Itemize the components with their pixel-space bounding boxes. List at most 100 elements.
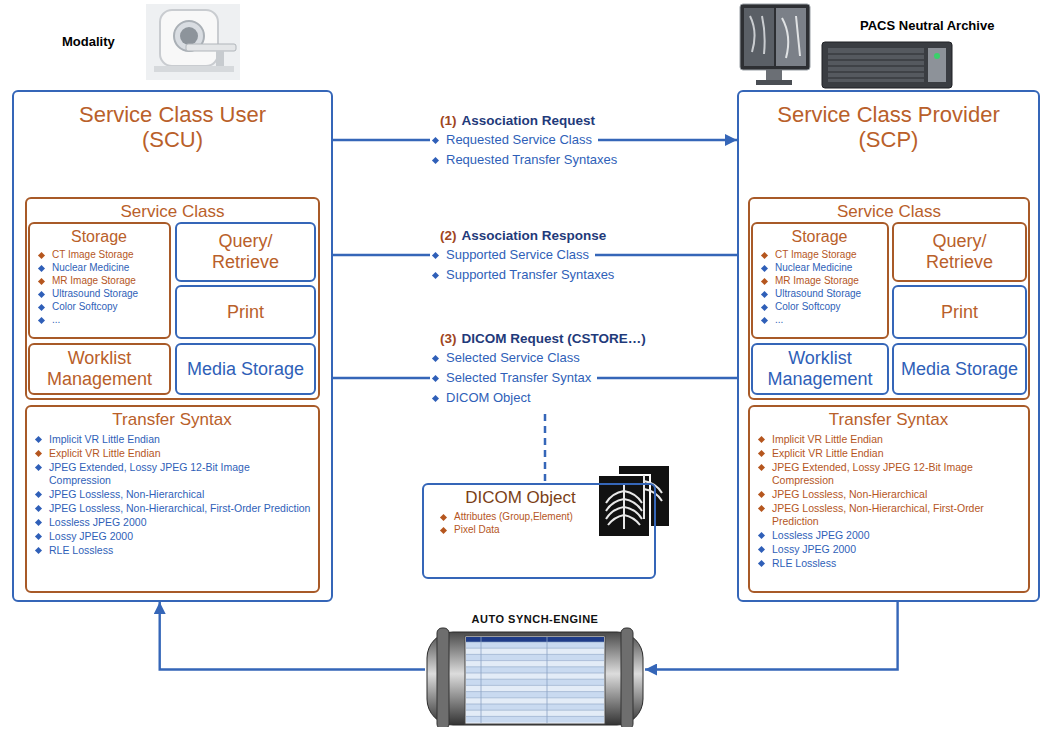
list-box: DICOM ObjectAttributes (Group,Element)Pi… [422, 483, 656, 579]
bullet [432, 156, 439, 163]
list-row: Lossy JPEG 2000 [753, 543, 1024, 556]
list-box: Storage CT Image StorageNuclear MedicineM… [751, 222, 889, 339]
bullet [35, 464, 42, 471]
message-item: Supported Transfer Syntaxes [430, 266, 620, 284]
message-item-text: Selected Transfer Syntax [446, 370, 591, 386]
connector [645, 602, 898, 670]
list-box: Transfer SyntaxImplicit VR Little Endian… [748, 405, 1030, 593]
message-item: Requested Service Class [430, 131, 598, 149]
message-item: Supported Service Class [430, 246, 595, 264]
message-item-text: Requested Transfer Syntaxes [446, 152, 617, 168]
message-item-text: Supported Transfer Syntaxes [446, 267, 614, 283]
list-row: ... [33, 314, 165, 326]
xray-film-illustration [594, 463, 674, 541]
bullet [432, 271, 439, 278]
service-box: Media Storage [175, 343, 316, 395]
list-row: Lossless JPEG 2000 [753, 529, 1024, 542]
bullet [440, 527, 447, 534]
list-row: Explicit VR Little Endian [30, 447, 314, 460]
list-row: Nuclear Medicine [756, 262, 883, 274]
connector [160, 602, 425, 670]
list-item: MR Image Storage [775, 275, 859, 287]
list-row: JPEG Extended, Lossy JPEG 12-Bit Image C… [753, 461, 1024, 487]
list-row: Ultrasound Storage [756, 288, 883, 300]
list-item: Explicit VR Little Endian [49, 447, 160, 460]
service-box: Query/ Retrieve [892, 222, 1027, 282]
bullet [432, 136, 439, 143]
list-row: CT Image Storage [756, 249, 883, 261]
bullet [432, 394, 439, 401]
list-title: Transfer Syntax [753, 410, 1024, 430]
group-title: Service Class [750, 202, 1028, 222]
list-item: Ultrasound Storage [775, 288, 861, 300]
dashed-link [540, 412, 550, 484]
message-heading: (2)Association Response [436, 227, 610, 244]
list-item: Ultrasound Storage [52, 288, 138, 300]
list-row: JPEG Lossless, Non-Hierarchical, First-O… [753, 502, 1024, 528]
class-box: Service ClassStorageCT Image StorageNucl… [25, 197, 320, 400]
list-item: Lossless JPEG 2000 [772, 529, 869, 542]
bullet [758, 532, 765, 539]
service-name: Print [941, 302, 978, 323]
bullet [38, 278, 45, 285]
service-box: Query/ Retrieve [175, 222, 316, 282]
message-item: Requested Transfer Syntaxes [430, 151, 623, 169]
engine-drum [425, 612, 645, 727]
service-box: Media Storage [892, 343, 1027, 395]
bullet [432, 354, 439, 361]
list-title: Storage [756, 227, 883, 246]
list-item: JPEG Lossless, Non-Hierarchical, First-O… [49, 502, 310, 515]
list-item: CT Image Storage [775, 249, 857, 261]
bullet [761, 317, 768, 324]
list-row: Implicit VR Little Endian [30, 433, 314, 446]
list-box: StorageCT Image StorageNuclear MedicineM… [28, 222, 171, 339]
edge-label: Association Response [462, 227, 607, 244]
list-item: JPEG Lossless, Non-Hierarchical, First-O… [772, 502, 1024, 528]
list-row: Ultrasound Storage [33, 288, 165, 300]
bullet [38, 291, 45, 298]
list-box: Transfer SyntaxImplicit VR Little Endian… [25, 405, 320, 593]
list-item: RLE Lossless [49, 544, 113, 557]
list-row: Pixel Data [427, 524, 614, 536]
group-title: Service Class [27, 202, 318, 222]
bullet [761, 252, 768, 259]
service-name: Query/ Retrieve [201, 231, 291, 272]
bullet [38, 304, 45, 311]
engine-title: AUTO SYNCH-ENGINE [469, 612, 602, 626]
list-item: JPEG Extended, Lossy JPEG 12-Bit Image C… [49, 461, 314, 487]
list-title: DICOM Object [427, 488, 614, 508]
list-item: Implicit VR Little Endian [772, 433, 883, 446]
list-row: CT Image Storage [33, 249, 165, 261]
message-heading: (3)DICOM Request (CSTORE…) [436, 330, 650, 347]
list-item: Implicit VR Little Endian [49, 433, 160, 446]
bullet [35, 491, 42, 498]
list-item: JPEG Lossless, Non-Hierarchical [772, 488, 927, 501]
service-name: Worklist Management [760, 348, 880, 389]
service-box: Worklist Management [28, 343, 171, 395]
edge-label: Association Request [462, 112, 596, 129]
service-name: Media Storage [901, 359, 1018, 380]
list-item: JPEG Lossless, Non-Hierarchical [49, 488, 204, 501]
list-row: Color Softcopy [33, 301, 165, 313]
bullet [761, 265, 768, 272]
list-item: Attributes (Group,Element) [454, 511, 573, 523]
message-item-text: DICOM Object [446, 390, 531, 406]
bullet [38, 265, 45, 272]
list-item: JPEG Extended, Lossy JPEG 12-Bit Image C… [772, 461, 1024, 487]
list-row: Implicit VR Little Endian [753, 433, 1024, 446]
bullet [440, 514, 447, 521]
class-box: Service ClassStorage CT Image StorageNucl… [748, 197, 1030, 400]
message-heading: (1)Association Request [436, 112, 599, 129]
bullet [758, 491, 765, 498]
list-row: Nuclear Medicine [33, 262, 165, 274]
class-box: Service Class User (SCU)Service ClassSto… [12, 90, 333, 602]
bullet [761, 304, 768, 311]
message-item: DICOM Object [430, 389, 537, 407]
engine-node: AUTO SYNCH-ENGINE [425, 612, 645, 727]
list-item: RLE Lossless [772, 557, 836, 570]
list-item: MR Image Storage [52, 275, 136, 287]
bullet [758, 505, 765, 512]
message-group: (2)Association ResponseSupported Service… [430, 227, 620, 284]
list-row: Attributes (Group,Element) [427, 511, 614, 523]
